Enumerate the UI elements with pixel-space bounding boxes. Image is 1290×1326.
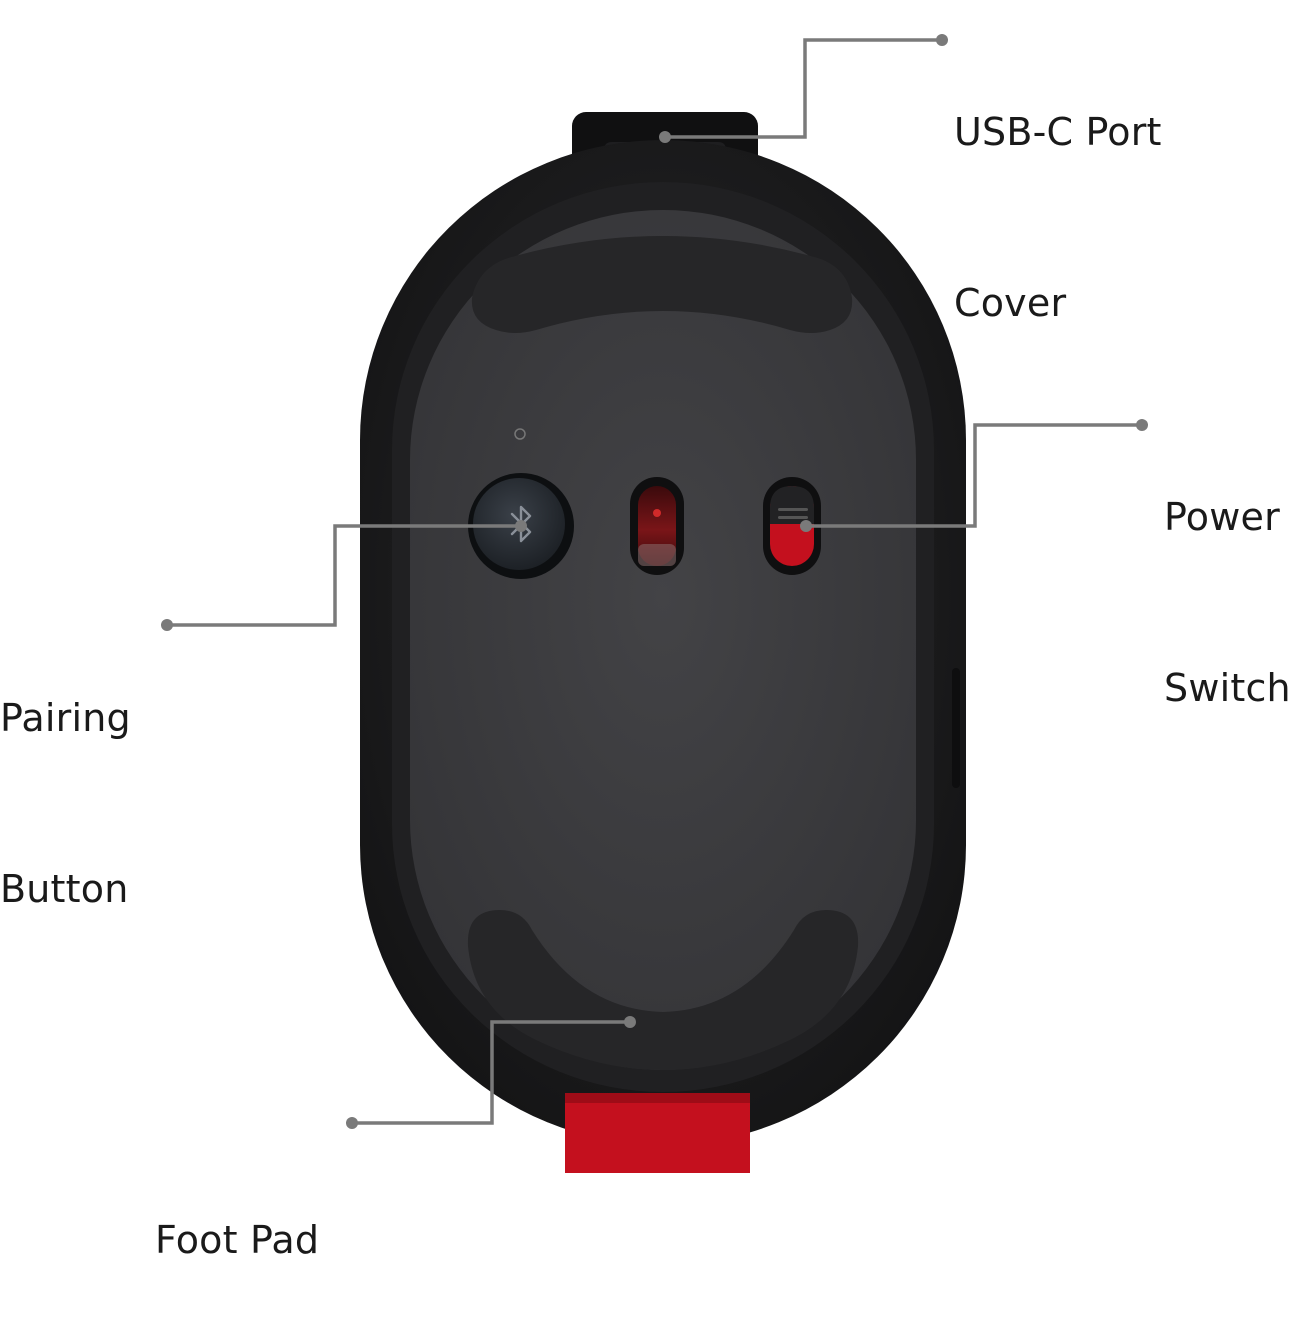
optical-sensor <box>630 477 684 575</box>
red-tab <box>565 1093 750 1173</box>
usb-c-port-cover-label: USB-C Port Cover <box>954 0 1162 389</box>
callout-lines <box>167 38 1142 1125</box>
side-button <box>952 668 960 788</box>
led-indicator <box>514 428 526 440</box>
power-switch[interactable] <box>763 477 821 575</box>
foot-pad-label: Foot Pad <box>155 1098 319 1326</box>
label-line: Button <box>0 867 129 911</box>
usb-c-leader <box>665 38 942 139</box>
label-line: USB-C Port <box>954 110 1162 154</box>
label-line: Power <box>1164 495 1280 539</box>
callout-dots <box>161 34 1148 1129</box>
label-line: Foot Pad <box>155 1218 320 1262</box>
foot-pad-leader <box>352 1020 630 1125</box>
mouse-underside-diagram <box>161 34 1148 1173</box>
label-line: Switch <box>1164 666 1290 710</box>
power-leader <box>806 423 1142 528</box>
base-plate <box>410 210 916 1070</box>
red-tab-shadow <box>565 1093 750 1103</box>
pairing-leader <box>167 524 521 627</box>
power-switch-label: Power Switch <box>1164 375 1290 774</box>
top-foot-pad <box>471 236 853 333</box>
label-line: Pairing <box>0 696 131 740</box>
bottom-foot-pad <box>467 910 859 1070</box>
label-line: Cover <box>954 281 1067 325</box>
pairing-button-label: Pairing Button <box>0 576 131 975</box>
